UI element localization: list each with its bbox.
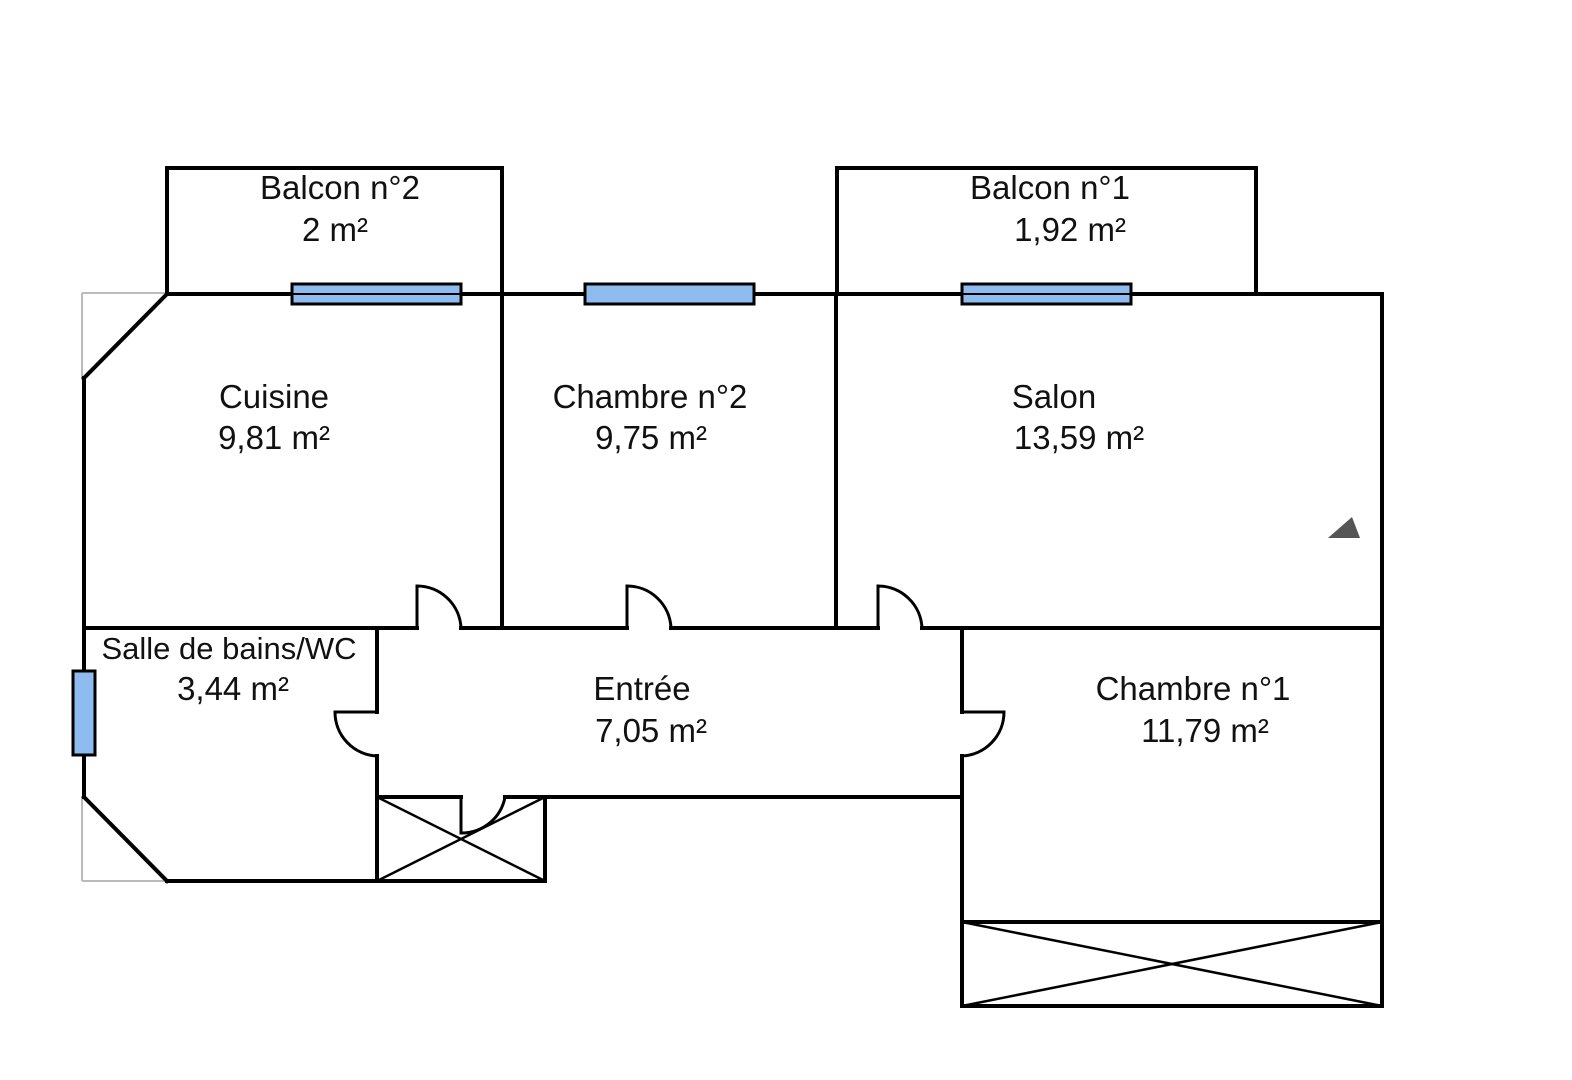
entree-area: 7,05 m² xyxy=(595,712,707,749)
balcon-1-name: Balcon n°1 xyxy=(970,169,1130,206)
door-placard xyxy=(459,796,507,835)
sdb-area: 3,44 m² xyxy=(177,670,289,707)
sdb-name: Salle de bains/WC xyxy=(101,631,356,666)
entree-name: Entrée xyxy=(593,670,690,707)
placard-entree xyxy=(376,795,546,883)
chambre-1-area: 11,79 m² xyxy=(1141,712,1269,749)
windows xyxy=(71,282,1133,757)
door-sdb xyxy=(333,710,378,758)
window-chambre-2 xyxy=(583,282,756,306)
salon-area: 13,59 m² xyxy=(1014,419,1144,456)
door-salon xyxy=(876,584,924,629)
balcon-2-name: Balcon n°2 xyxy=(260,169,420,206)
chambre-2-area: 9,75 m² xyxy=(595,419,707,456)
chambre-2-name: Chambre n°2 xyxy=(553,378,748,415)
balcon-2-area: 2 m² xyxy=(302,211,368,248)
salon-name: Salon xyxy=(1012,378,1096,415)
walls xyxy=(81,291,1384,1008)
triangle-marker-icon xyxy=(1328,517,1360,538)
door-chambre-1 xyxy=(961,710,1006,758)
balcon-1-area: 1,92 m² xyxy=(1014,211,1126,248)
door-chambre-2 xyxy=(625,584,673,629)
door-cuisine xyxy=(415,584,463,629)
window-sdb xyxy=(71,669,97,757)
doors xyxy=(333,584,1006,835)
cuisine-name: Cuisine xyxy=(219,378,329,415)
chambre-1-name: Chambre n°1 xyxy=(1096,670,1291,707)
placard-chambre-1 xyxy=(961,920,1383,1008)
exterior-outline xyxy=(81,292,168,882)
cuisine-area: 9,81 m² xyxy=(218,419,330,456)
